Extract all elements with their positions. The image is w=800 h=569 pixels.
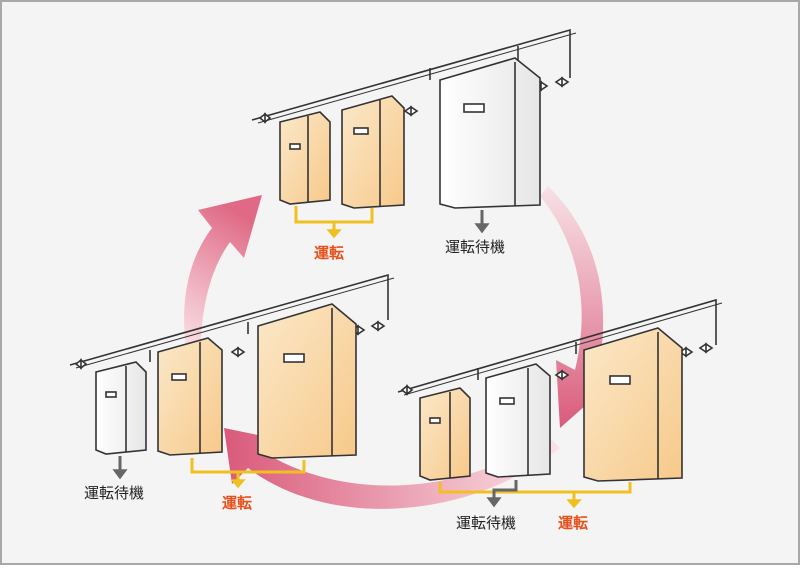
top-main-pipe xyxy=(251,28,571,121)
right-standby-label: 運転待機 xyxy=(456,514,517,532)
left-unit-2-running xyxy=(157,337,223,456)
top-unit-1-running xyxy=(279,111,331,205)
rotation-arrow-bottom xyxy=(224,428,560,509)
right-unit-3-running xyxy=(583,327,683,482)
left-run-label: 運転 xyxy=(222,494,253,512)
left-main-pipe xyxy=(69,273,389,366)
top-boiler-group xyxy=(251,28,577,239)
right-unit-2-standby xyxy=(485,363,551,478)
top-standby-label: 運転待機 xyxy=(445,238,506,256)
right-boiler-group xyxy=(397,298,723,509)
left-unit-3-running xyxy=(257,303,357,459)
right-run-label: 運転 xyxy=(558,514,589,532)
right-main-pipe xyxy=(397,298,717,393)
left-run-collector xyxy=(190,458,306,474)
right-run-collector xyxy=(438,482,632,494)
left-boiler-group xyxy=(69,273,395,489)
right-unit-1-running xyxy=(419,387,471,481)
top-valve-1 xyxy=(403,105,419,117)
top-run-label: 運転 xyxy=(314,244,345,262)
rotation-arrow-left xyxy=(184,195,262,352)
left-unit-1-standby xyxy=(95,361,147,455)
left-standby-label: 運転待機 xyxy=(84,484,145,502)
top-unit-3-standby xyxy=(439,57,541,209)
top-unit-2-running xyxy=(341,95,405,209)
